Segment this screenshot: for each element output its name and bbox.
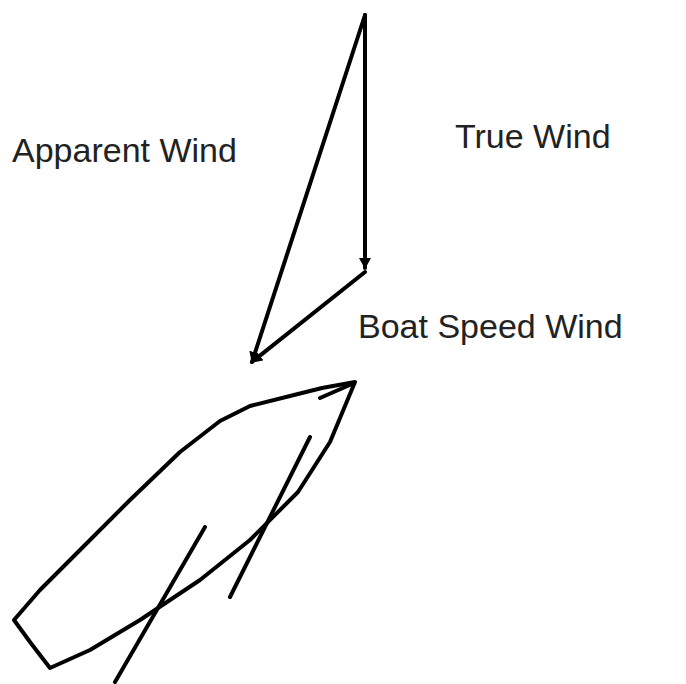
vector-label: True Wind [455,118,611,155]
vector-label: Apparent Wind [12,132,237,169]
apparent-wind-vector [252,15,365,362]
sail-line [230,437,310,597]
vector-label: Boat Speed Wind [358,308,623,345]
boat-speed-vector [252,272,365,362]
boat-bow [320,384,352,398]
boat-hull [14,382,355,668]
true-wind-vector [363,15,367,268]
sail-line [115,527,205,682]
